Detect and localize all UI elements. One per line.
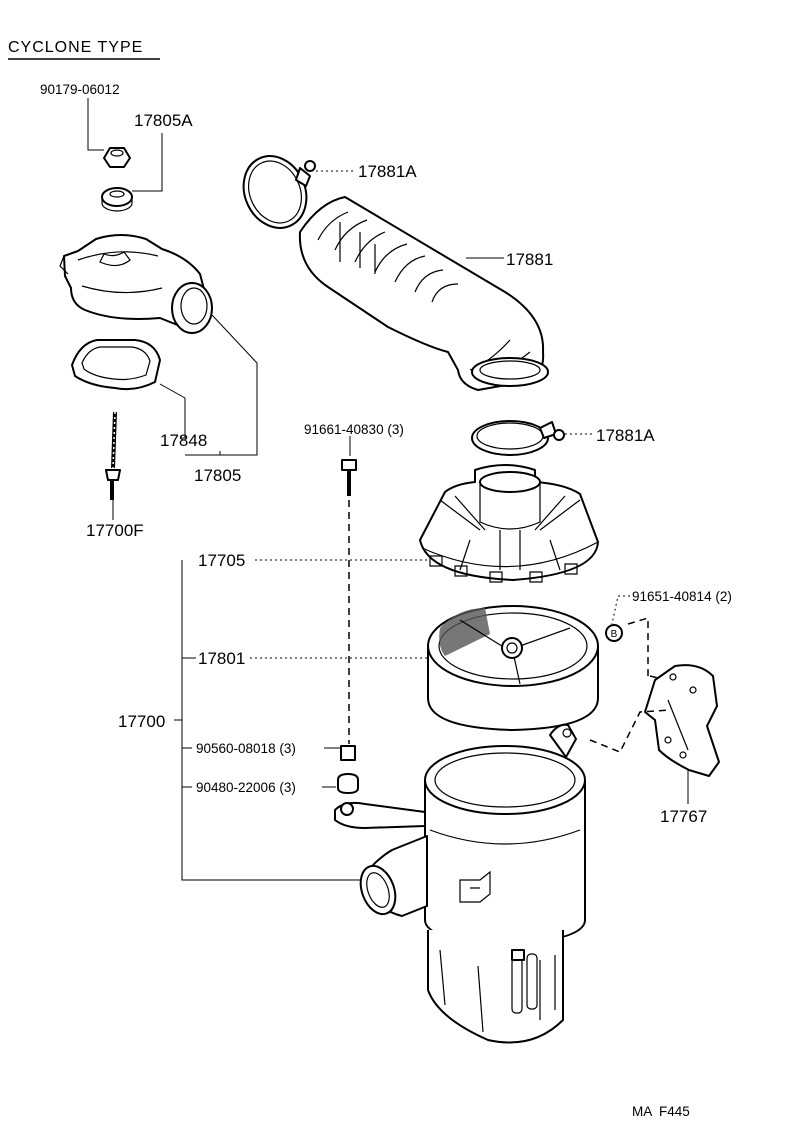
air-intake-hose-17881	[298, 196, 549, 391]
gasket-17848	[71, 339, 161, 391]
callout-17705: 17705	[198, 551, 245, 570]
air-cleaner-case	[334, 723, 586, 1044]
spacer-90560	[340, 745, 356, 761]
callout-17881a-top: 17881A	[358, 162, 417, 181]
bolt-91661	[341, 459, 357, 496]
leader-17805-bracket	[185, 314, 258, 456]
leader-17848	[159, 383, 186, 439]
callout-90480-22006: 90480-22006 (3)	[196, 780, 296, 795]
callout-17700: 17700	[118, 712, 165, 731]
bracket-link-dash-bottom	[589, 709, 671, 753]
air-filter-element-17801	[427, 605, 599, 731]
diagram-code: MA F445	[632, 1104, 690, 1119]
cyclone-cap	[419, 464, 599, 583]
stud-bolt-17700f	[105, 411, 121, 500]
callout-17805a: 17805A	[134, 111, 193, 130]
bracket-17767	[644, 664, 720, 777]
bracket-link-dash-top	[627, 616, 659, 679]
callout-17881: 17881	[506, 250, 553, 269]
grommet-17805a	[101, 187, 133, 212]
nut-90179	[103, 147, 131, 168]
b-marker-label: B	[611, 629, 618, 640]
callout-91661-40830: 91661-40830 (3)	[304, 422, 404, 437]
callout-17767: 17767	[660, 807, 707, 826]
callout-17848: 17848	[160, 431, 207, 450]
leader-17700-bracket	[181, 560, 360, 881]
hose-clamp-17881a-top	[242, 155, 316, 229]
callout-91651-40814: 91651-40814 (2)	[632, 589, 732, 604]
leader-17805a	[132, 133, 163, 192]
hose-clamp-17881a-mid	[471, 420, 565, 456]
callout-90560-08018: 90560-08018 (3)	[196, 741, 296, 756]
leader-90179	[87, 98, 104, 151]
callout-17805: 17805	[194, 466, 241, 485]
callout-17881a-mid: 17881A	[596, 426, 655, 445]
grommet-90480	[337, 773, 359, 794]
air-cleaner-cover-17805	[59, 234, 213, 334]
callout-90179-06012: 90179-06012	[40, 82, 120, 97]
b-marker-circle: B	[605, 624, 623, 642]
diagram-title: CYCLONE TYPE	[8, 39, 143, 56]
callout-17700f: 17700F	[86, 521, 144, 540]
callout-17801: 17801	[198, 649, 245, 668]
leader-91651	[611, 595, 630, 625]
